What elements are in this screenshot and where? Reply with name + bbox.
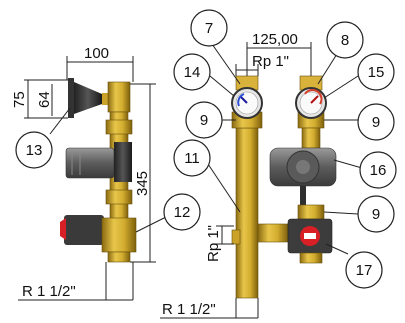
svg-text:15: 15 — [368, 64, 385, 81]
callout-13: 13 — [15, 131, 53, 169]
left-assembly — [60, 78, 137, 263]
dim-64: 64 — [36, 91, 53, 108]
svg-text:7: 7 — [205, 20, 213, 37]
pump-right — [269, 147, 337, 206]
ball-valve-right — [287, 218, 333, 264]
pump-left — [65, 142, 132, 182]
svg-text:17: 17 — [356, 262, 373, 279]
callout-11: 11 — [173, 139, 211, 177]
gauge-right — [295, 87, 327, 119]
callout-12: 12 — [163, 193, 201, 231]
callout-9-top-left: 9 — [185, 101, 223, 139]
dim-345: 345 — [134, 171, 151, 196]
svg-text:8: 8 — [341, 32, 349, 49]
callout-9-top-right: 9 — [357, 103, 395, 141]
dim-rp-side: Rp 1" — [205, 225, 222, 262]
svg-text:9: 9 — [372, 206, 380, 223]
svg-text:9: 9 — [200, 112, 208, 129]
side-gauge — [68, 78, 108, 118]
callout-16: 16 — [359, 151, 397, 189]
svg-text:11: 11 — [184, 150, 200, 167]
dimension-lines — [18, 42, 312, 319]
dim-125: 125,00 — [252, 31, 298, 48]
callout-leaders — [49, 43, 363, 255]
dim-outlet-left: R 1 1/2" — [22, 283, 76, 300]
callout-9-bottom-right: 9 — [357, 195, 395, 233]
callout-8: 8 — [326, 21, 364, 59]
dim-outlet-right: R 1 1/2" — [162, 301, 216, 318]
dim-75: 75 — [11, 91, 28, 108]
svg-text:12: 12 — [174, 204, 191, 221]
dim-rp-top: Rp 1" — [252, 53, 289, 70]
ball-valve-left — [60, 215, 137, 263]
callout-7: 7 — [190, 9, 228, 47]
right-assembly — [231, 75, 337, 299]
svg-text:9: 9 — [372, 114, 380, 131]
gauge-left — [231, 87, 263, 119]
callout-15: 15 — [357, 53, 395, 91]
svg-text:16: 16 — [370, 162, 387, 179]
dim-100: 100 — [84, 45, 109, 62]
svg-text:13: 13 — [26, 142, 43, 159]
svg-text:14: 14 — [184, 64, 201, 81]
callout-17: 17 — [345, 251, 383, 289]
callout-14: 14 — [173, 53, 211, 91]
